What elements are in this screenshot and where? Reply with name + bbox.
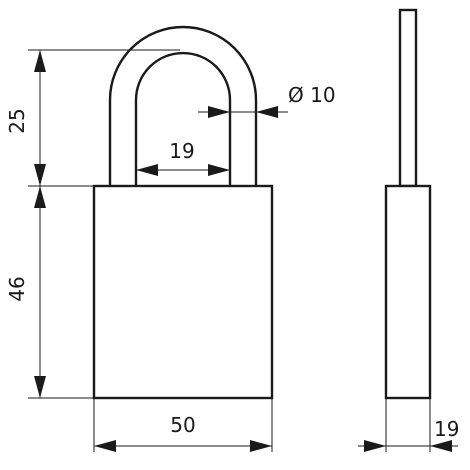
shackle-front-view [108, 25, 258, 186]
shackle-height-label: 25 [5, 108, 29, 133]
side-view [384, 8, 432, 400]
extension-lines [28, 49, 431, 452]
shackle-inner-width-label: 19 [169, 139, 194, 163]
arrow-left [256, 106, 278, 118]
arrow-left [136, 164, 158, 176]
arrow-right [364, 440, 386, 452]
dimension-body-width: 50 [94, 413, 272, 452]
arrow-right [250, 440, 272, 452]
lock-body-front-view [92, 184, 274, 400]
dimension-body-thickness: 19 [358, 417, 459, 452]
dimension-shackle-inner-width: 19 [136, 139, 230, 176]
body-thickness-label: 19 [434, 417, 459, 441]
arrow-up [34, 50, 46, 72]
dimension-shackle-height: 25 [5, 50, 46, 186]
dimension-body-height: 46 [5, 186, 46, 398]
dimension-shackle-diameter: Ø 10 [198, 83, 336, 118]
arrow-down [34, 164, 46, 186]
arrow-down [34, 376, 46, 398]
shackle-diameter-label: Ø 10 [288, 83, 336, 107]
body-width-label: 50 [170, 413, 195, 437]
shackle-inner-outline [134, 51, 232, 186]
arrow-left [430, 440, 452, 452]
body-height-label: 46 [5, 276, 29, 301]
arrow-up [34, 186, 46, 208]
arrow-left [94, 440, 116, 452]
arrow-right [208, 106, 230, 118]
shackle-side-view [398, 8, 418, 188]
lock-body-side-view [384, 184, 432, 400]
arrow-right [208, 164, 230, 176]
shackle-outer-outline [108, 25, 258, 186]
